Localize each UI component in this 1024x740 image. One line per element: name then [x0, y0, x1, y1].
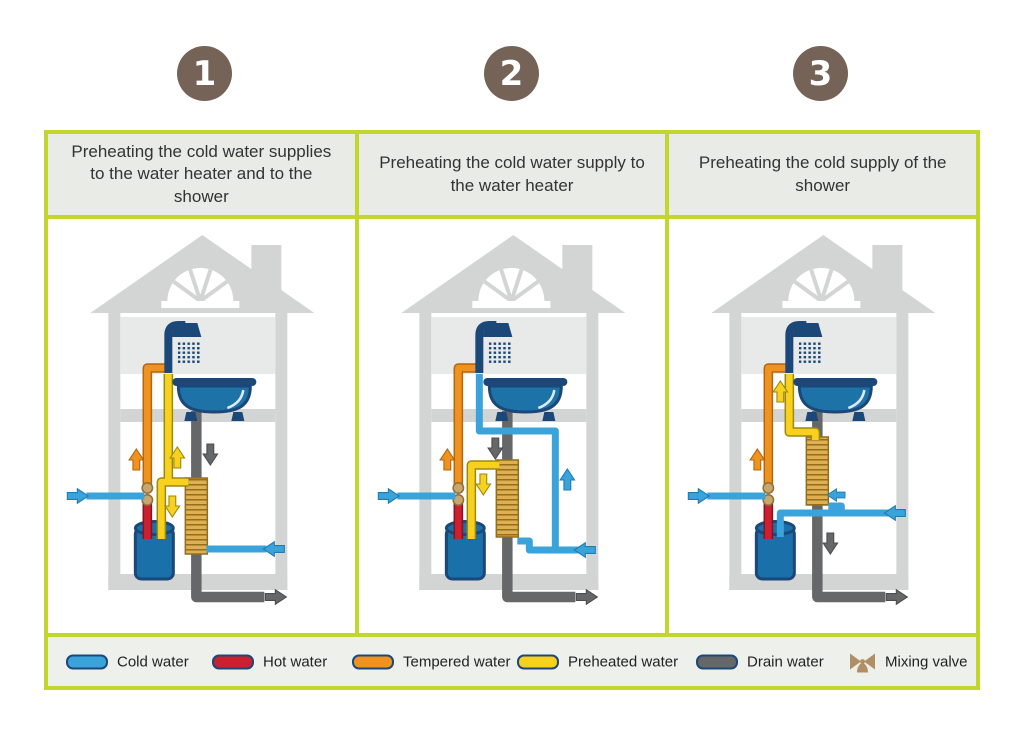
tempered-water-pipe	[454, 364, 478, 490]
drain-flow-arrow	[202, 443, 219, 466]
cold-water-pipe	[517, 537, 582, 554]
legend-label: Hot water	[263, 653, 328, 670]
drain-pipe	[191, 411, 265, 603]
diagram-row	[48, 219, 977, 633]
legend-item-cold: Cold water	[66, 653, 189, 670]
cold-water-pipe	[828, 502, 846, 513]
legend-item-mixing-valve: Mixing valve	[849, 651, 968, 672]
legend-label: Tempered water	[403, 653, 511, 670]
water-heater-tank	[133, 520, 175, 581]
tempered-water-pipe	[144, 364, 167, 490]
preheated-water-pipe	[158, 478, 189, 539]
legend-item-hot: Hot water	[212, 653, 327, 670]
house-diagram-3	[688, 233, 938, 605]
preheated-flow-arrow	[164, 495, 181, 518]
legend-item-preheated: Preheated water	[517, 653, 678, 670]
tempered-flow-arrow	[439, 448, 455, 471]
tempered-water-swatch	[352, 654, 394, 669]
drain-flow-arrow	[575, 589, 598, 605]
tempered-water-pipe	[765, 364, 788, 490]
step-number-badge-1: 1	[177, 46, 232, 101]
water-heater-tank	[755, 520, 797, 581]
drain-flow-arrow	[487, 437, 503, 460]
heat-exchanger-coil	[185, 478, 208, 554]
tempered-flow-arrow	[749, 448, 766, 471]
tempered-flow-arrow	[128, 448, 145, 471]
cold-flow-arrow	[66, 488, 89, 504]
cold-flow-arrow	[688, 488, 711, 504]
heat-exchanger-coil	[806, 437, 829, 505]
diagram-panel-3	[669, 219, 977, 633]
water-heater-tank	[444, 520, 486, 581]
legend: Cold water Hot water Tempered water Preh…	[48, 633, 976, 686]
panel-title-2: Preheating the cold water supply to the …	[358, 134, 670, 215]
drain-water-swatch	[696, 654, 738, 669]
panel-title-3: Preheating the cold supply of the shower	[669, 134, 977, 215]
legend-item-tempered: Tempered water	[352, 653, 511, 670]
cold-flow-arrow	[827, 488, 846, 502]
step-number-badge-3: 3	[793, 46, 848, 101]
cold-flow-arrow	[377, 488, 400, 504]
step-number-badge-2: 2	[484, 46, 539, 101]
cold-water-pipe	[777, 509, 892, 537]
preheated-water-pipe	[786, 374, 819, 440]
preheated-flow-arrow	[475, 473, 491, 496]
drain-flow-arrow	[886, 589, 909, 605]
house-diagram-1	[66, 233, 317, 605]
drain-flow-arrow	[264, 589, 287, 605]
diagram-panel-1	[48, 219, 359, 633]
drain-flow-arrow	[822, 532, 839, 555]
legend-label: Drain water	[747, 653, 824, 670]
cold-water-pipe	[475, 374, 559, 550]
panel-title-1: Preheating the cold water supplies to th…	[48, 134, 359, 215]
cold-water-swatch	[66, 654, 108, 669]
preheated-water-pipe	[467, 461, 500, 539]
cold-flow-arrow	[559, 468, 575, 491]
house-diagram-2	[377, 233, 628, 605]
comparison-table: Preheating the cold water supplies to th…	[44, 130, 980, 690]
mixing-valve-icon	[850, 653, 875, 672]
heat-exchanger-coil	[496, 460, 519, 537]
legend-label: Mixing valve	[885, 653, 968, 670]
hot-water-swatch	[212, 654, 254, 669]
preheated-water-swatch	[517, 654, 559, 669]
title-row: Preheating the cold water supplies to th…	[48, 134, 977, 219]
legend-label: Cold water	[117, 653, 189, 670]
diagram-panel-2	[358, 219, 670, 633]
legend-item-drain: Drain water	[696, 653, 824, 670]
legend-label: Preheated water	[568, 653, 679, 670]
